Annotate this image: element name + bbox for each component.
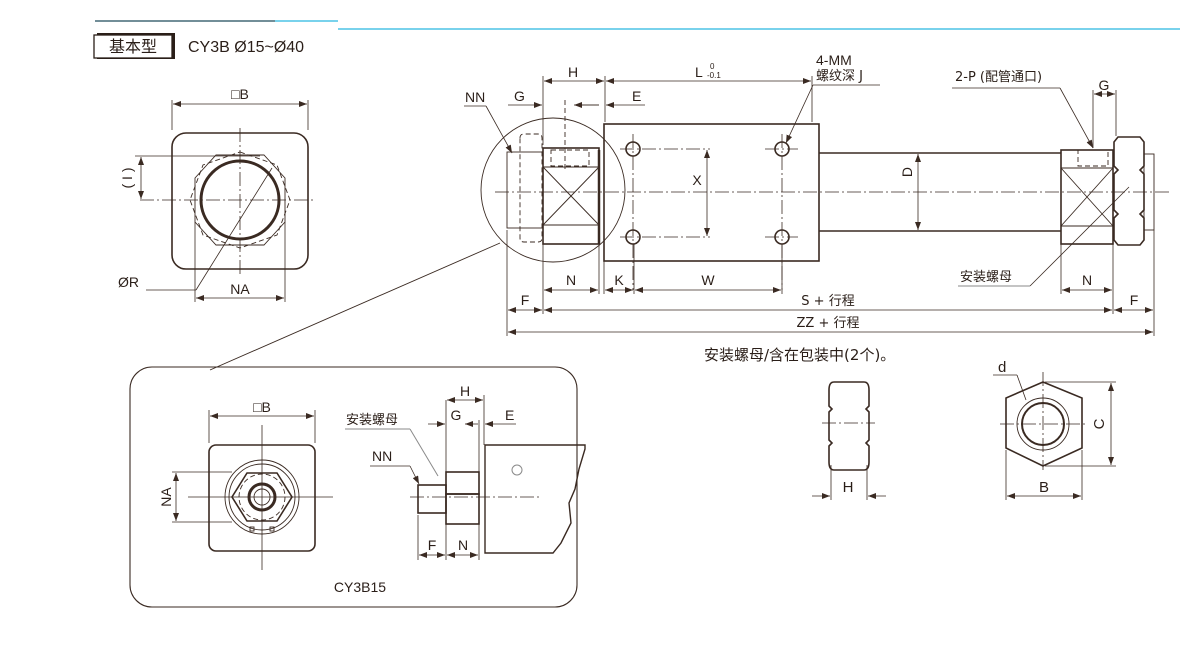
main-view: X D H G NN E L 0: [209, 52, 1172, 371]
end-view-hex: [194, 154, 286, 246]
h-label: H: [568, 64, 578, 80]
end-view: □B ( I ) ØR NA: [118, 86, 315, 302]
f-right-label: F: [1130, 292, 1139, 308]
model-range: CY3B Ø15~Ø40: [188, 39, 304, 56]
inset-slide-table: [484, 444, 586, 554]
inset-f-label: F: [428, 537, 437, 553]
n-left-label: N: [566, 272, 576, 288]
header: 基本型 CY3B Ø15~Ø40: [93, 20, 1180, 59]
right-mount-nut: [1113, 136, 1145, 246]
g-right-label: G: [1099, 77, 1110, 93]
nut-h-label: H: [843, 479, 854, 496]
inset-b-label: □B: [253, 399, 271, 415]
inset-notch-left: [249, 526, 255, 532]
inset-h-label: H: [460, 383, 470, 399]
end-view-i-label: ( I ): [119, 168, 135, 189]
left-rod-stub: [506, 151, 544, 229]
end-view-r-label: ØR: [118, 274, 139, 290]
nut-c-label: C: [1091, 418, 1108, 429]
inset-rod-stub: [417, 484, 447, 514]
nn-leader-diag: [485, 105, 513, 154]
l-label: L: [695, 64, 703, 80]
inset-e-label: E: [505, 407, 514, 423]
inset-g-label: G: [451, 407, 462, 423]
detail-leader-line: [209, 242, 501, 371]
k-label: K: [614, 272, 624, 288]
left-nut-hidden: [519, 133, 543, 243]
inset-n-label: N: [458, 537, 468, 553]
e-label: E: [632, 88, 641, 104]
l-tol-lower: -0.1: [707, 71, 721, 80]
left-cap-cross-2: [542, 166, 600, 226]
zz-stroke-label: ZZ + 行程: [797, 316, 860, 331]
l-tol-upper: 0: [710, 62, 715, 71]
inset-panel: □B NA H G E 安装螺母 NN F N CY3B15: [129, 366, 586, 608]
nut-callout: 安装螺母: [960, 270, 1012, 285]
x-label: X: [692, 172, 702, 188]
mm-depth-label: 螺纹深 J: [816, 69, 863, 84]
right-cap-cross-2: [1060, 167, 1114, 227]
nut-d-label: d: [998, 359, 1006, 376]
type-label: 基本型: [109, 37, 157, 56]
nut-callout-leader: [1029, 186, 1130, 287]
nut-detail: 安装螺母/含在包装中(2个)。 H d C B: [704, 346, 1116, 500]
mm-label: 4-MM: [816, 52, 852, 68]
right-port-hidden: [1077, 149, 1109, 167]
inset-nut-lower: [445, 493, 480, 525]
p-port-label: 2-P (配管通口): [955, 70, 1042, 85]
inset-caption: CY3B15: [334, 579, 386, 595]
right-rod-stub: [1143, 153, 1155, 231]
inset-notch-right: [269, 526, 275, 532]
g-left-label: G: [514, 88, 525, 104]
detail-circle: [480, 117, 626, 263]
inset-callout-leader: [409, 428, 439, 477]
mm-leader-diag: [785, 84, 814, 144]
slide-table: [603, 123, 820, 262]
inset-nut-callout: 安装螺母: [346, 413, 398, 428]
inset-nn-label: NN: [372, 448, 392, 464]
s-stroke-label: S + 行程: [801, 294, 854, 309]
inset-frame: [129, 366, 578, 608]
inset-nn-leader-diag: [409, 465, 420, 485]
inset-mount-hole: [511, 464, 523, 476]
left-port-hidden: [550, 149, 590, 167]
nut-note: 安装螺母/含在包装中(2个)。: [704, 346, 895, 364]
type-label-box: [93, 34, 173, 59]
inset-na-label: NA: [158, 487, 174, 507]
d-leader-diag: [1016, 374, 1027, 401]
w-label: W: [701, 272, 715, 288]
nn-label: NN: [465, 89, 485, 105]
end-view-na-label: NA: [230, 281, 250, 297]
end-view-b-label: □B: [231, 86, 249, 102]
nut-side-view: [828, 381, 870, 471]
n-right-label: N: [1082, 272, 1092, 288]
d-label: D: [899, 167, 915, 177]
r-leader-diag: [195, 167, 273, 291]
f-left-label: F: [521, 292, 530, 308]
inset-nut-upper: [445, 471, 480, 495]
p-leader-diag: [1059, 87, 1094, 149]
nut-b-label: B: [1039, 479, 1049, 496]
